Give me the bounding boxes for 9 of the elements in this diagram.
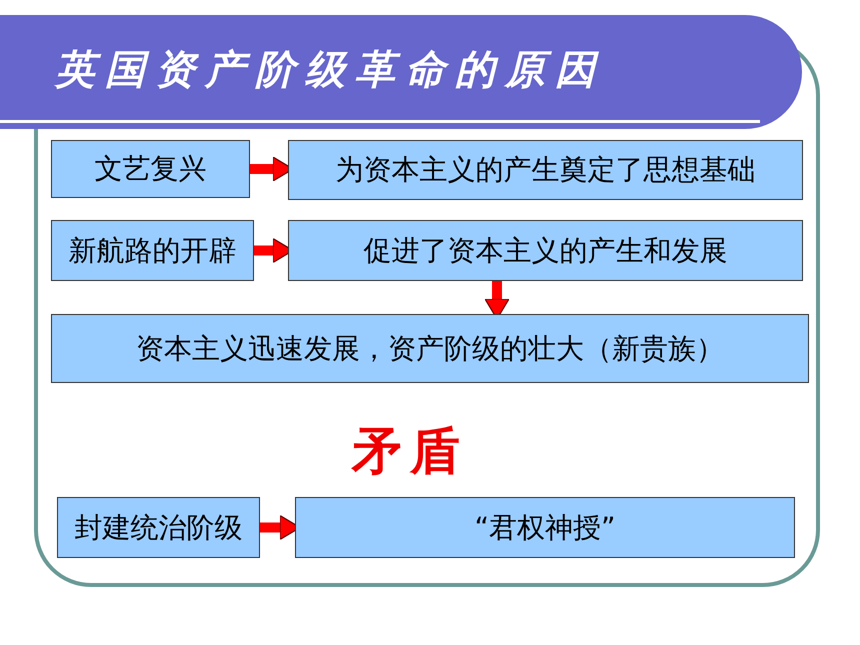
effect-box: 为资本主义的产生奠定了思想基础 (288, 140, 803, 200)
cause-box: 新航路的开辟 (51, 220, 254, 281)
ideology-box: “君权神授” (295, 497, 795, 558)
result-box: 资本主义迅速发展，资产阶级的壮大（新贵族） (51, 314, 809, 383)
contradiction-label: 矛盾 (350, 421, 469, 482)
class-box: 封建统治阶级 (57, 497, 260, 558)
title: 英国资产阶级革命的原因 (55, 46, 605, 95)
cause-box: 文艺复兴 (51, 140, 250, 198)
effect-box: 促进了资本主义的产生和发展 (288, 220, 803, 281)
